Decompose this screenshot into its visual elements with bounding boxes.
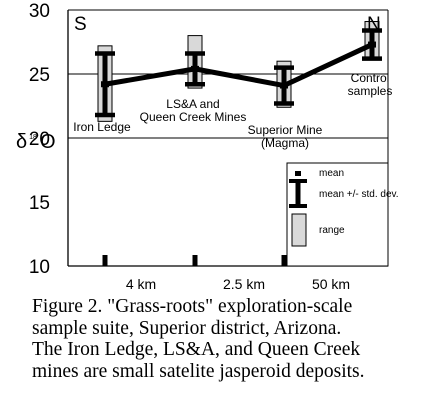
mean-point xyxy=(101,81,109,88)
x-axis-mark xyxy=(102,255,108,266)
legend-std-marker xyxy=(289,179,307,208)
y-tick-label: 10 xyxy=(29,257,50,278)
x-distance-label: 2.5 km xyxy=(223,276,265,292)
y-tick-label: 25 xyxy=(29,65,50,86)
south-label: S xyxy=(74,14,87,35)
y-tick-label: 15 xyxy=(29,193,50,214)
mean-connecting-line xyxy=(104,42,374,89)
x-axis-mark xyxy=(281,255,287,266)
y-label-delta: δ xyxy=(16,131,27,153)
x-distance-label: 50 km xyxy=(312,276,350,292)
sample-label: Iron Ledge xyxy=(73,120,131,134)
legend-mean-label: mean xyxy=(319,168,344,179)
y-tick-label: 30 xyxy=(29,1,50,22)
y-tick-label: 20 xyxy=(29,129,50,150)
x-axis-mark xyxy=(192,255,198,266)
legend-mean-marker xyxy=(295,171,301,176)
north-label: N xyxy=(367,14,381,35)
y-label-o: O xyxy=(40,131,56,153)
legend-std-label: mean +/- std. dev. xyxy=(319,189,399,200)
mean-point xyxy=(280,82,288,89)
legend: mean mean +/- std. dev. range xyxy=(286,162,399,267)
legend-range-marker xyxy=(291,213,307,247)
legend-range-label: range xyxy=(319,225,345,236)
x-distance-label: 4 km xyxy=(126,276,156,292)
y-label-sup: 18 xyxy=(29,134,37,141)
mean-point xyxy=(368,41,376,48)
figure-caption: Figure 2. "Grass-roots" exploration-scal… xyxy=(32,296,365,382)
mean-point xyxy=(191,65,199,72)
sample-label: Superior Mine(Magma) xyxy=(248,123,323,150)
